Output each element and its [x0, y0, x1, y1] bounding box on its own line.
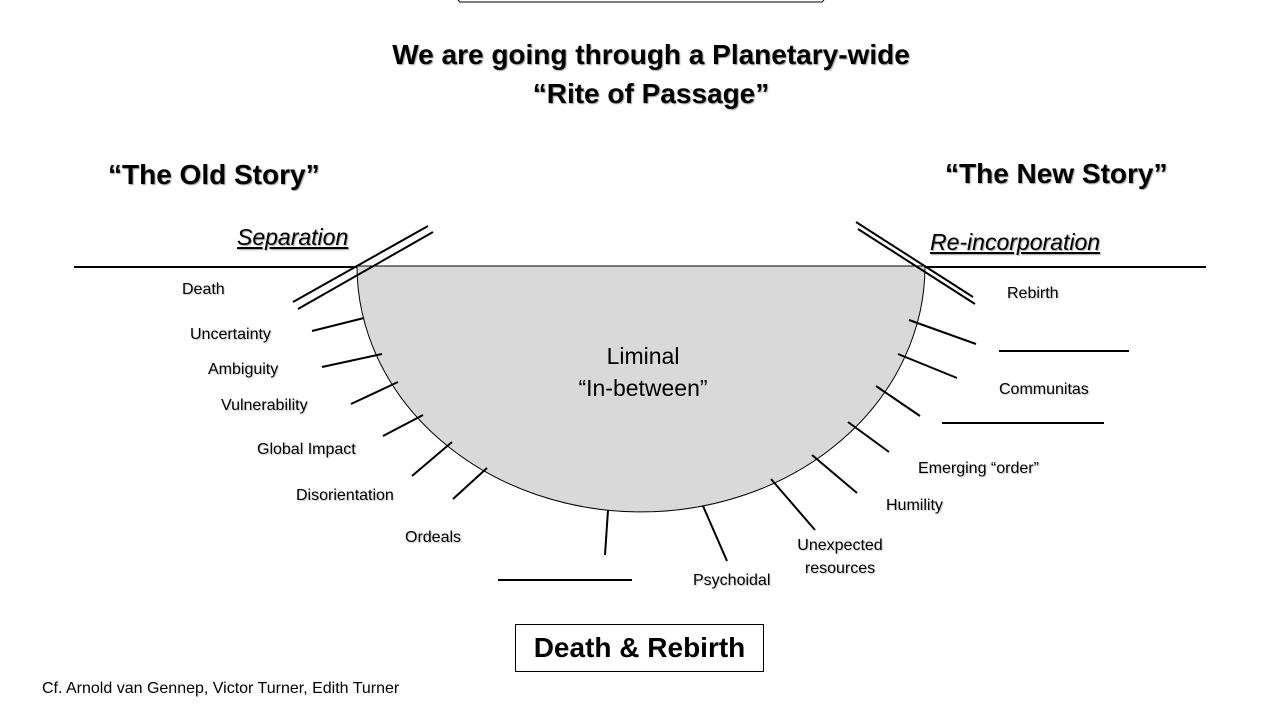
reincorporation-heading: Re-incorporation	[930, 229, 1101, 255]
citation: Cf. Arnold van Gennep, Victor Turner, Ed…	[42, 680, 400, 697]
bottom-tick	[604, 509, 609, 556]
disorientation-label: Disorientation	[296, 487, 394, 504]
psychoidal-label: Psychoidal	[693, 572, 771, 589]
humility-tick	[811, 454, 858, 494]
separation-threshold-line	[292, 225, 429, 303]
death-label: Death	[182, 281, 225, 298]
right-tick	[908, 319, 977, 345]
communitas-tick	[875, 385, 921, 417]
resources-label: resources	[804, 560, 876, 577]
ambiguity-tick	[321, 353, 383, 368]
separation-threshold-line	[297, 231, 434, 310]
separation-heading: Separation	[237, 224, 349, 250]
reincorporation-threshold-line	[855, 221, 974, 298]
communitas-label: Communitas	[999, 381, 1089, 398]
death-and-rebirth-box: Death & Rebirth	[515, 624, 764, 672]
new-story-heading: “The New Story”	[945, 158, 1168, 189]
rebirth-label: Rebirth	[1007, 285, 1059, 302]
humility-label: Humility	[886, 497, 943, 514]
liminal-bowl	[356, 265, 926, 513]
ordeals-tick	[452, 467, 488, 500]
global-impact-label: Global Impact	[257, 441, 356, 458]
ambiguity-label: Ambiguity	[208, 361, 279, 378]
uncertainty-label: Uncertainty	[190, 326, 271, 343]
ordeals-label: Ordeals	[405, 529, 462, 546]
emerging-order-label: Emerging “order”	[918, 460, 1039, 477]
unexpected-resources-tick	[770, 478, 816, 531]
vulnerability-tick	[350, 381, 399, 405]
disorientation-tick	[411, 441, 453, 477]
vulnerability-label: Vulnerability	[221, 397, 308, 414]
uncertainty-tick	[311, 317, 365, 332]
global-impact-tick	[382, 414, 424, 437]
old-story-heading: “The Old Story”	[108, 159, 320, 190]
right-tick	[897, 353, 958, 379]
death-and-rebirth-label: Death & Rebirth	[533, 632, 746, 663]
liminal-label: Liminal	[606, 343, 680, 369]
unexpected-label: Unexpected	[797, 537, 883, 554]
title-line-1: We are going through a Planetary-wide	[392, 39, 910, 70]
title-line-2: “Rite of Passage”	[532, 78, 770, 109]
top-frame-fragment	[457, 0, 825, 3]
in-between-label: “In-between”	[578, 375, 708, 401]
psychoidal-tick	[702, 505, 728, 562]
reincorporation-threshold-line	[857, 228, 976, 305]
emerging-order-tick	[847, 421, 890, 453]
